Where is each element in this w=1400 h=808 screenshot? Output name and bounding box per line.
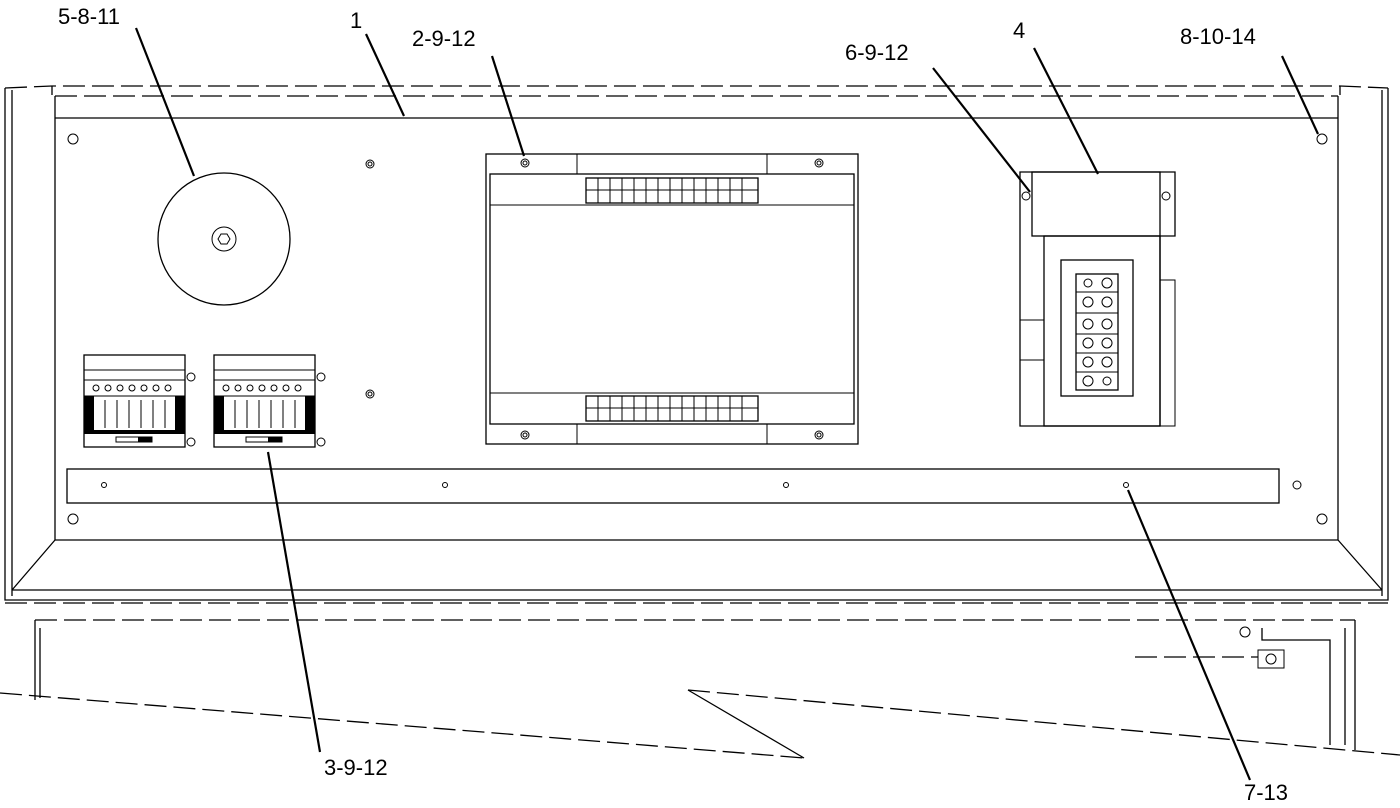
- relay-block-right: [213, 354, 326, 448]
- controller-module: [485, 153, 859, 445]
- terminal-strip-assembly: [1019, 171, 1176, 427]
- callout-3-9-12: 3-9-12: [324, 755, 388, 780]
- callout-6-9-12: 6-9-12: [845, 40, 909, 65]
- relay-block-left: [83, 354, 196, 448]
- terminal-strip: [1075, 273, 1119, 391]
- lower-housing: [0, 619, 1400, 759]
- back-panel: [11, 95, 1383, 591]
- leader-lines: [134, 27, 1319, 781]
- enclosure-outline: [4, 85, 1389, 604]
- mounting-hole: [1316, 133, 1328, 145]
- round-transformer: [157, 172, 291, 306]
- callout-5-8-11: 5-8-11: [58, 4, 120, 29]
- callout-7-13: 7-13: [1244, 780, 1288, 805]
- mounting-hole: [67, 133, 79, 145]
- terminal-cover: [1031, 171, 1161, 237]
- callout-2-9-12: 2-9-12: [412, 26, 476, 51]
- din-rail: [66, 468, 1302, 504]
- callout-8-10-14: 8-10-14: [1180, 24, 1256, 49]
- callout-4: 4: [1013, 18, 1025, 43]
- mounting-hole: [1316, 513, 1328, 525]
- mounting-hole: [67, 513, 79, 525]
- callout-1: 1: [350, 8, 362, 33]
